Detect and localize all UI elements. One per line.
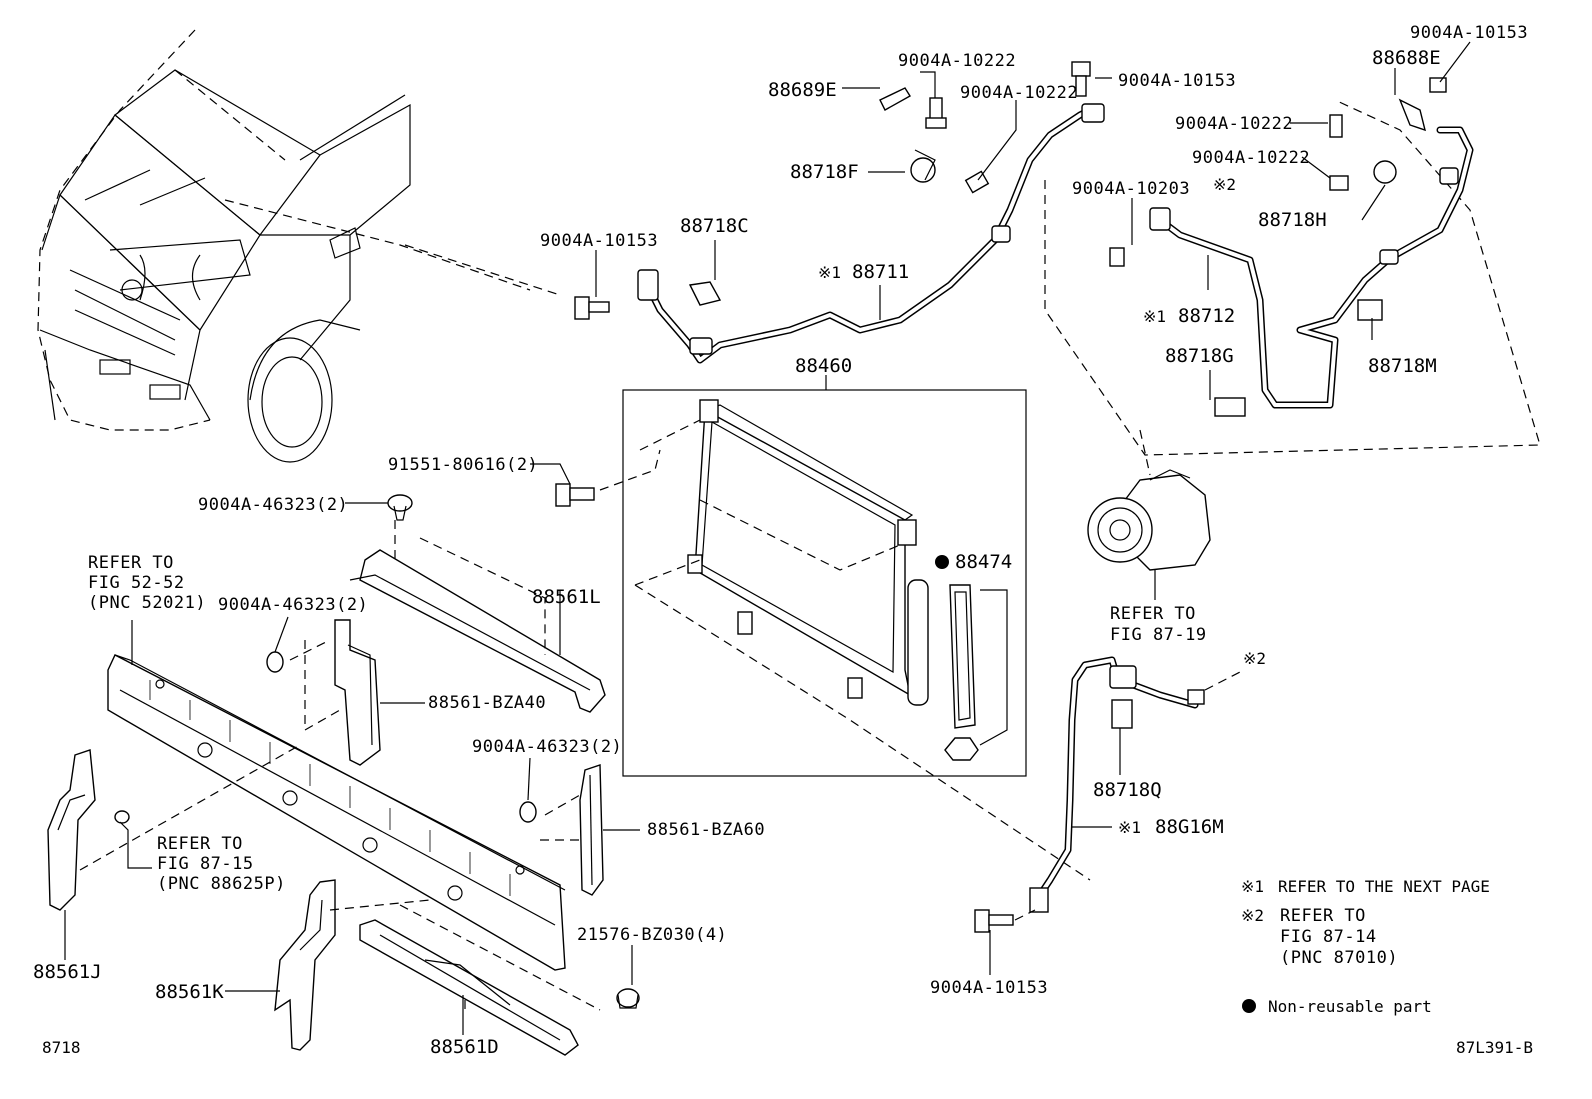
label-88561L: 88561L (532, 586, 601, 608)
condenser-88460 (639, 399, 929, 706)
legend-non-reusable-dot-icon (1242, 999, 1256, 1013)
ref-87-15-line1: REFER TO (157, 834, 243, 854)
label-88718C: 88718C (680, 215, 749, 237)
label-88561D: 88561D (430, 1036, 499, 1058)
hose-clip-88718C (688, 281, 722, 306)
bolt-9004A-10153-upper (1071, 61, 1091, 97)
label-88561-BZA60: 88561-BZA60 (647, 820, 765, 840)
leader-lines (64, 41, 1471, 1035)
seal-88561L (349, 520, 606, 713)
seal-88561-BZA60 (579, 764, 604, 896)
label-9004A-46323-mid: 9004A-46323(2) (218, 595, 368, 615)
clip-9004A-46323-lower (519, 801, 537, 823)
label-21576-BZ030: 21576-BZ030(4) (577, 925, 727, 945)
desiccant-88474 (935, 555, 1008, 761)
bracket-88689E (879, 87, 911, 111)
mark-note2-lower: ※2 (1243, 649, 1266, 668)
mark-note1-88711: ※1 (818, 263, 841, 282)
vehicle-front-illustration (37, 29, 561, 463)
legend-note2-line3: (PNC 87010) (1280, 948, 1398, 968)
hose-clip-88718F (910, 149, 936, 183)
label-91551-80616: 91551-80616(2) (388, 455, 538, 475)
label-88688E: 88688E (1372, 47, 1441, 69)
label-9004A-10153-c: 9004A-10153 (540, 231, 658, 251)
ref-87-15-line2: FIG 87-15 (157, 854, 254, 874)
label-88689E: 88689E (768, 79, 837, 101)
legend-note2-mark: ※2 (1241, 906, 1264, 925)
seal-88561K (274, 879, 336, 1051)
bolt-91551-80616 (555, 483, 595, 507)
ref-52-52-line2: FIG 52-52 (88, 573, 185, 593)
label-88474: 88474 (955, 551, 1012, 573)
clip-88625P (114, 810, 130, 824)
label-88718H: 88718H (1258, 209, 1327, 231)
label-9004A-10222-c: 9004A-10222 (1175, 114, 1293, 134)
label-88561-BZA40: 88561-BZA40 (428, 693, 546, 713)
bolt-9004A-10222-upper (925, 97, 947, 129)
ref-87-19-line1: REFER TO (1110, 604, 1196, 624)
label-88712: 88712 (1178, 305, 1235, 327)
legend-nonreusable-text: Non-reusable part (1268, 997, 1432, 1016)
label-9004A-46323-lower: 9004A-46323(2) (472, 737, 622, 757)
label-9004A-10153-b: 9004A-10153 (1410, 23, 1528, 43)
non-reusable-dot-icon (935, 555, 949, 569)
legend-note2-line2: FIG 87-14 (1280, 927, 1377, 947)
bolt-9004A-10153-left (574, 296, 610, 320)
bolt-9004A-10153-lower (974, 909, 1014, 933)
label-88718M: 88718M (1368, 355, 1437, 377)
seal-88561D (359, 919, 579, 1056)
ref-52-52-line3: (PNC 52021) (88, 593, 206, 613)
ref-87-15-line3: (PNC 88625P) (157, 874, 286, 894)
label-9004A-10153-a: 9004A-10153 (1118, 71, 1236, 91)
label-9004A-10203: 9004A-10203 (1072, 179, 1190, 199)
discharge-hose-88711 (637, 103, 1105, 364)
label-9004A-10222-a: 9004A-10222 (898, 51, 1016, 71)
figure-code: 87L391-B (1456, 1038, 1533, 1057)
label-88718G: 88718G (1165, 345, 1234, 367)
radiator-support-panel (107, 620, 566, 971)
pipe-88G16M (1029, 656, 1205, 913)
label-88711: 88711 (852, 261, 909, 283)
legend-note1-mark: ※1 (1241, 877, 1264, 896)
ac-compressor (1087, 429, 1211, 600)
refer-to-notes: REFER TO FIG 52-52 (PNC 52021) REFER TO … (88, 553, 1207, 894)
label-88G16M: 88G16M (1155, 816, 1224, 838)
label-9004A-10222-b: 9004A-10222 (960, 83, 1078, 103)
part-labels: 88689E 9004A-10222 9004A-10222 9004A-101… (33, 23, 1528, 1058)
seal-88561-BZA40 (334, 619, 381, 766)
seal-88561J (47, 749, 96, 911)
label-88561K: 88561K (155, 981, 224, 1003)
page-number: 8718 (42, 1038, 81, 1057)
mark-note2-top: ※2 (1213, 175, 1236, 194)
label-88718Q: 88718Q (1093, 779, 1162, 801)
ref-87-19-line2: FIG 87-19 (1110, 625, 1207, 645)
legend: ※1 REFER TO THE NEXT PAGE ※2 REFER TO FI… (1241, 877, 1490, 1016)
clip-9004A-46323-top (387, 494, 413, 521)
ref-52-52-line1: REFER TO (88, 553, 174, 573)
label-9004A-46323-top: 9004A-46323(2) (198, 495, 348, 515)
condenser-assembly-frame (622, 389, 1027, 777)
mark-note1-88712: ※1 (1143, 307, 1166, 326)
clip-9004A-46323-mid (266, 651, 284, 673)
label-88460: 88460 (795, 355, 852, 377)
label-9004A-10153-d: 9004A-10153 (930, 978, 1048, 998)
label-88718F: 88718F (790, 161, 859, 183)
legend-note2-line1: REFER TO (1280, 906, 1366, 926)
suction-hose-group (1044, 77, 1541, 456)
bolt-9004A-10222-mid (964, 170, 990, 194)
clip-21576-BZ030 (616, 988, 640, 1009)
label-88561J: 88561J (33, 961, 102, 983)
mark-note1-88G16M: ※1 (1118, 818, 1141, 837)
legend-note1-text: REFER TO THE NEXT PAGE (1278, 877, 1490, 896)
label-9004A-10222-d: 9004A-10222 (1192, 148, 1310, 168)
